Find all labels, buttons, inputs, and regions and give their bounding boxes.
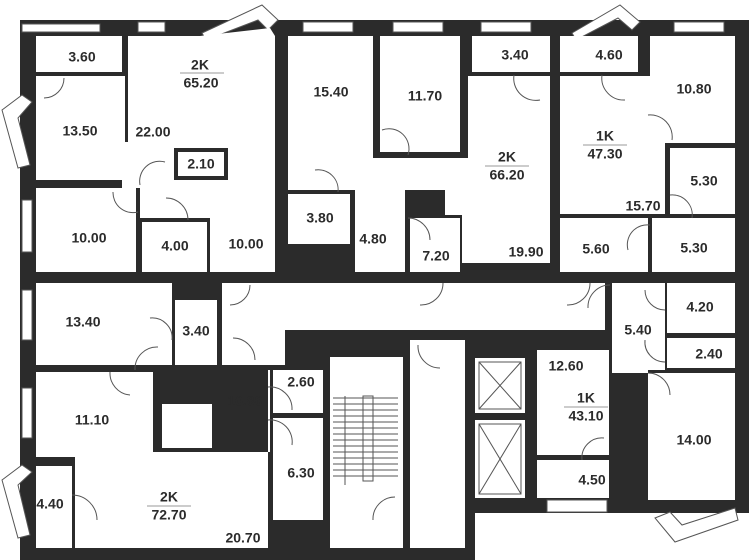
room-area: 5.30: [680, 240, 707, 256]
windows: [1, 4, 739, 543]
room-area: 4.00: [161, 238, 188, 254]
room-area: 13.50: [62, 123, 97, 139]
apartment-total-area: 72.70: [151, 507, 186, 523]
room-area: 12.60: [548, 358, 583, 374]
apartment-1: 2K 65.20 3.60 13.50 22.00 2.10 10.00 4.0…: [62, 49, 263, 254]
room-area: 19.90: [508, 244, 543, 260]
apartment-type: 2K: [498, 149, 516, 165]
room-area: 10.80: [227, 393, 262, 409]
room-area: 11.10: [75, 412, 109, 428]
room-area: 2.10: [187, 156, 214, 172]
stairs: [333, 395, 398, 485]
apartment-total-area: 47.30: [587, 146, 622, 162]
apartment-type: 1K: [577, 390, 595, 406]
room-area: 14.00: [676, 432, 711, 448]
room-area: 4.50: [578, 472, 605, 488]
room-area: 5.40: [624, 322, 651, 338]
room-area: 22.00: [135, 124, 170, 140]
room-area: 4.80: [359, 231, 386, 247]
apartment-3: 1K 47.30 4.60 15.70 10.80 5.30 5.60 5.30: [582, 47, 717, 257]
apartment-type: 2K: [160, 489, 178, 505]
lifts: [478, 361, 522, 495]
apartment-type: 2K: [191, 57, 209, 73]
apartment-total-area: 43.10: [568, 408, 603, 424]
room-area: 10.80: [676, 81, 711, 97]
room-area: 20.70: [225, 530, 260, 546]
room-area: 2.60: [287, 374, 314, 390]
room-area: 10.00: [71, 230, 106, 246]
room-area: 4.40: [36, 496, 63, 512]
room-area: 7.20: [422, 248, 449, 264]
room-area: 15.40: [313, 84, 348, 100]
apartment-4: 2K 72.70 13.40 3.40 11.10 10.80 2.60 6.3…: [36, 314, 314, 546]
room-area: 3.60: [68, 49, 95, 65]
room-area: 6.30: [287, 465, 314, 481]
room-area: 3.80: [306, 210, 333, 226]
room-area: 5.30: [690, 173, 717, 189]
room-area: 11.70: [408, 88, 442, 104]
apartment-2: 2K 66.20 15.40 3.80 11.70 3.40 19.90 4.8…: [306, 47, 543, 264]
room-area: 4.60: [595, 47, 622, 63]
room-area: 13.40: [65, 314, 100, 330]
room-area: 4.20: [686, 299, 713, 315]
room-area: 5.60: [582, 241, 609, 257]
room-area: 2.40: [695, 346, 722, 362]
apartment-5: 1K 43.10 12.60 4.50 5.40 4.20 2.40 14.00: [548, 299, 722, 488]
apartment-total-area: 65.20: [183, 75, 218, 91]
apartment-type: 1K: [596, 128, 614, 144]
room-area: 10.00: [228, 236, 263, 252]
doors: [43, 74, 693, 521]
apartment-total-area: 66.20: [489, 167, 524, 183]
room-area: 3.40: [501, 47, 528, 63]
rooms: [36, 28, 735, 548]
room-area: 3.40: [182, 323, 209, 339]
room-area: 15.70: [625, 198, 660, 214]
